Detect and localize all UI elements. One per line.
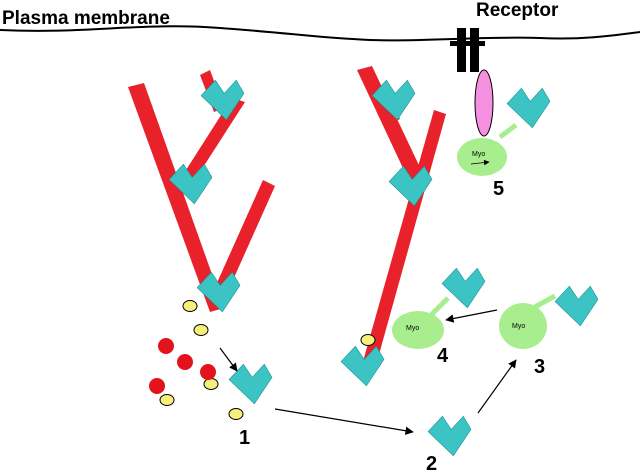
- myosin-step5: Myo: [457, 123, 518, 176]
- cofilin-subunit: [159, 394, 175, 406]
- arrow-cofilin-to-1: [219, 347, 238, 372]
- actin-filament: [179, 98, 245, 186]
- cofilin-group: [159, 300, 376, 420]
- arrow-1-to-2: [274, 408, 414, 435]
- cofilin-subunit: [193, 324, 209, 336]
- step-4-label: 4: [437, 345, 449, 367]
- cofilin-subunit: [228, 408, 244, 420]
- myo-label: Myo: [406, 325, 419, 332]
- arp-complex-step2: [427, 415, 472, 457]
- myosin-step4: Myo: [392, 296, 450, 349]
- actin-monomer: [158, 338, 174, 354]
- arp-complex-step3: [554, 285, 599, 327]
- arp-complex-step5: [506, 87, 551, 129]
- myo-label: Myo: [512, 323, 525, 330]
- myosin-step3: Myo: [499, 293, 557, 349]
- arrow-3-to-4: [445, 309, 498, 323]
- arp-complex-right-bottom: [340, 345, 385, 387]
- cofilin-subunit: [182, 300, 198, 312]
- actin-filament: [128, 83, 224, 312]
- actin-filament: [212, 180, 275, 300]
- arp-complex-step4: [441, 267, 486, 309]
- step-3-label: 3: [534, 356, 545, 378]
- arrow-2-to-3: [477, 359, 517, 414]
- actin-monomer: [200, 364, 216, 380]
- step-1-label: 1: [239, 427, 250, 449]
- receptor: [450, 28, 485, 72]
- cofilin-subunit: [203, 378, 219, 390]
- receptor-label: Receptor: [476, 0, 559, 21]
- step-5-label: 5: [493, 178, 504, 200]
- adapter-protein: [474, 69, 494, 137]
- actin-monomer-group: [149, 338, 216, 394]
- myo-label: Myo: [472, 151, 485, 158]
- plasma-membrane-label: Plasma membrane: [2, 8, 170, 29]
- left-actin-network: [128, 70, 275, 312]
- cofilin-subunit: [360, 334, 376, 346]
- arp-complex-step1: [228, 363, 273, 405]
- step-2-label: 2: [426, 453, 437, 473]
- actin-monomer: [149, 378, 165, 394]
- actin-monomer: [177, 354, 193, 370]
- plasma-membrane-line: [0, 25, 640, 42]
